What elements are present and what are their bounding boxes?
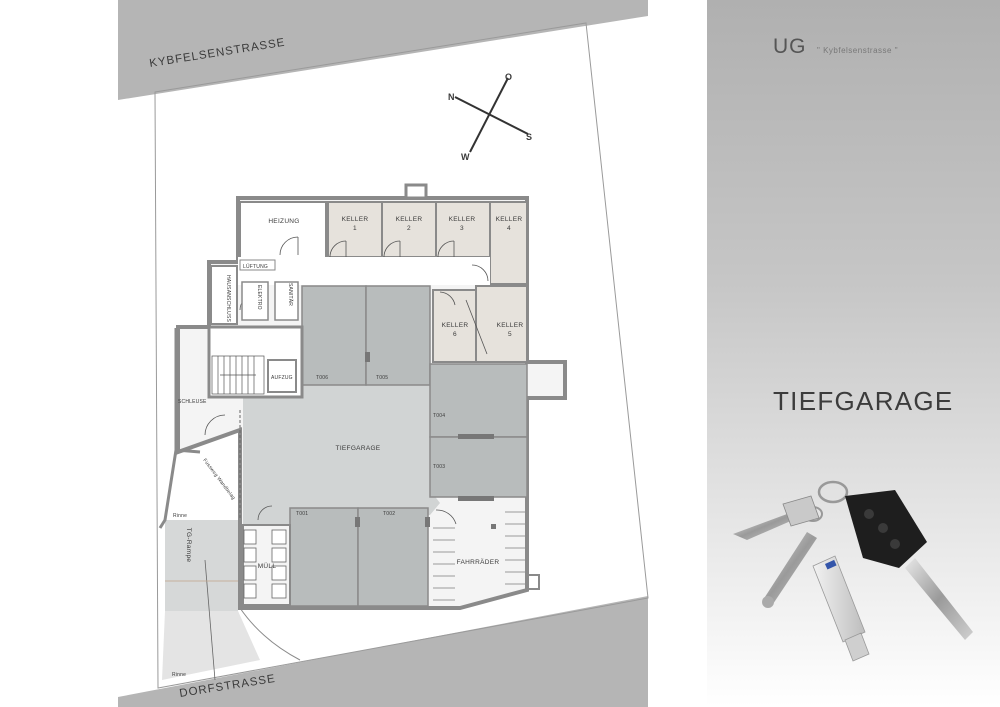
compass-icon: N O S W [448,72,532,162]
hausanschluss-room [210,265,238,325]
elektro-room [241,281,269,321]
street-south [118,596,648,707]
label-sanitaer: SANITÄR [287,283,294,306]
label-keller-4: KELLER [496,216,523,223]
label-t004: T004 [433,413,445,419]
section-title: TIEFGARAGE [773,386,954,416]
label-keller-6: KELLER [442,322,469,329]
label-keller-5: KELLER [497,322,524,329]
ramp-divider [204,559,216,681]
label-t005: T005 [376,375,388,381]
lueftung-room [239,259,276,271]
compass-s: S [526,132,532,142]
waste-bins [243,529,287,599]
street-note: " Kybfelsenstrasse " [817,46,899,55]
ramp-floor [165,520,238,611]
key-head-icon [782,495,820,527]
key-ring-icon [817,480,849,504]
label-keller-2-num: 2 [407,225,411,232]
cellar-group [327,201,528,363]
light-shaft-bottom [527,574,540,590]
column [425,517,430,527]
light-shaft-top [404,183,428,200]
label-tiefgarage: TIEFGARAGE [336,445,381,452]
drive-aisle [243,385,440,525]
column [458,496,494,501]
label-keller-3: KELLER [449,216,476,223]
label-rampe: TG-Rampe [185,528,192,563]
label-schleuse: SCHLEUSE [178,399,207,405]
compass-w: W [461,152,470,162]
label-heizung: HEIZUNG [268,218,299,225]
floor-plan: KYBFELSENSTRASSE DORFSTRASSE N O S W [118,0,649,707]
label-t003: T003 [433,464,445,470]
label-t002: T002 [383,511,395,517]
key-blade-icon [733,514,793,540]
label-keller-4-num: 4 [507,225,511,232]
level-label: UG [773,35,807,58]
parking-t001 [289,507,359,607]
parking-t005 [365,285,431,386]
parking-t006 [301,285,367,386]
laser-pointer-icon [763,532,817,604]
car-key-photo [733,480,973,662]
label-keller-5-num: 5 [508,331,512,338]
label-keller-1-num: 1 [353,225,357,232]
label-muell: MÜLL [258,562,277,570]
column [365,352,370,362]
plot-boundary [154,22,649,689]
column [491,524,496,529]
label-rinne-2: Rinne [172,672,186,678]
label-hausanschluss: HAUSANSCHLUSS [225,275,231,323]
compass-n: N [448,92,455,102]
label-keller-6-num: 6 [453,331,457,338]
parking-t002 [357,507,429,607]
label-t001: T001 [296,511,308,517]
label-elektro: ELEKTRO [256,285,262,310]
car-key-blade-icon [905,558,973,640]
label-t006: T006 [316,375,328,381]
stairs [211,355,265,395]
corridor [238,257,490,285]
column [458,434,494,439]
label-keller-2: KELLER [396,216,423,223]
parking-t004 [429,363,528,438]
bicycle-stripes [433,511,525,601]
label-keller-3-num: 3 [460,225,464,232]
usb-stick-icon [812,555,866,643]
label-rinne: Rinne [173,513,187,519]
label-pfad: Fussweg Wandbelag [201,458,236,501]
street-north [118,0,648,100]
column [355,517,360,527]
label-aufzug: AUFZUG [271,375,293,381]
ramp-lower [162,611,260,680]
sanitaer-room [274,281,299,321]
elevator-shaft [267,359,297,393]
label-fahrraeder: FAHRRÄDER [457,558,500,566]
label-keller-1: KELLER [342,216,369,223]
sidebar-panel: UG " Kybfelsenstrasse " TIEFGARAGE [707,0,1000,707]
heizung-room [239,201,327,263]
compass-o: O [505,72,512,82]
label-lueftung: LÜFTUNG [243,263,268,270]
access-curve [239,607,301,661]
